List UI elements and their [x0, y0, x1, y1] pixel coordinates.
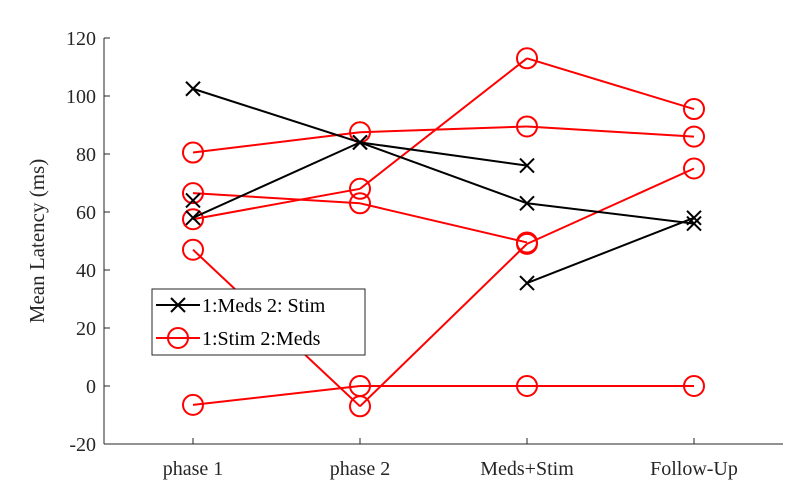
circle-marker	[683, 375, 705, 397]
axes: -20 0 20 40 60 80 100 120 phase 1 phase 2 Meds+Sti…	[66, 28, 783, 480]
y-tick-label: 100	[66, 86, 96, 108]
x-marker-stroke	[519, 157, 535, 174]
series-stim-meds-2	[182, 182, 538, 254]
circle-marker	[349, 177, 371, 200]
x-marker	[170, 297, 186, 313]
x-marker-stroke	[686, 215, 702, 232]
series-line-segment	[192, 385, 361, 406]
series-meds-stim-1	[185, 81, 702, 232]
series-line-segment	[359, 243, 528, 408]
y-tick-label: 0	[86, 376, 96, 398]
y-tick-label: -20	[69, 434, 96, 456]
y-axis-label: Mean Latency (ms)	[25, 159, 49, 323]
series-line-segment	[192, 131, 361, 154]
x-marker	[185, 81, 201, 97]
series-meds-stim-2	[185, 134, 535, 226]
circle-marker	[182, 238, 204, 261]
legend-label: 1:Stim 2:Meds	[202, 328, 321, 350]
x-marker-stroke	[352, 134, 368, 151]
series-line-segment	[192, 141, 361, 219]
x-tick-label: phase 2	[330, 458, 391, 480]
circle-marker	[182, 182, 204, 205]
y-tick-label: 20	[76, 318, 96, 340]
x-marker-stroke	[185, 192, 201, 209]
y-tick-label: 80	[76, 144, 96, 166]
series-line-segment	[526, 202, 695, 225]
y-tick-label: 60	[76, 202, 96, 224]
x-marker-stroke	[170, 297, 186, 313]
x-marker-stroke	[519, 195, 535, 212]
circle-marker	[349, 192, 371, 215]
series-line-segment	[192, 187, 361, 221]
circle-marker	[182, 141, 204, 164]
circle-marker	[683, 98, 705, 121]
circle-marker	[516, 232, 538, 255]
circle-marker	[349, 375, 371, 397]
series-line-segment	[192, 87, 361, 144]
x-marker	[185, 192, 201, 209]
circle-marker	[516, 115, 538, 138]
series-stim-meds-3	[182, 47, 705, 231]
circle-marker	[516, 375, 538, 397]
x-marker	[519, 157, 535, 174]
x-marker-stroke	[686, 210, 702, 226]
series-line-segment	[526, 125, 695, 138]
legend-box	[151, 288, 366, 356]
series-line-segment	[526, 167, 695, 245]
x-marker	[519, 275, 535, 291]
x-tick-label: Follow-Up	[650, 458, 738, 480]
series-line-segment	[359, 125, 528, 134]
circle-marker	[182, 208, 204, 231]
series-line-segment	[526, 57, 695, 111]
x-marker-stroke	[185, 210, 201, 226]
x-marker	[352, 134, 368, 151]
legend-entry-1: 1:Meds 2: Stim	[156, 295, 326, 317]
y-tick-label: 120	[66, 28, 96, 50]
series-meds-stim-3	[185, 192, 702, 291]
legend: 1:Meds 2: Stim 1:Stim 2:Meds	[151, 288, 366, 356]
series-line-segment	[359, 202, 528, 244]
legend-label: 1:Meds 2: Stim	[202, 295, 326, 317]
x-marker-stroke	[185, 81, 201, 97]
x-marker	[519, 195, 535, 212]
x-marker	[686, 210, 702, 226]
x-tick-label: Meds+Stim	[480, 458, 574, 480]
circle-marker	[182, 393, 204, 416]
series-line-segment	[359, 141, 528, 167]
legend-entry-2: 1:Stim 2:Meds	[156, 327, 321, 350]
circle-marker	[683, 157, 705, 180]
circle-marker	[683, 125, 705, 148]
series-line-segment	[359, 141, 528, 205]
series-stim-meds-1	[182, 115, 705, 164]
x-tick-label: phase 1	[163, 458, 224, 480]
series-layer	[182, 47, 705, 418]
series-line-segment	[359, 57, 528, 190]
circle-marker	[516, 47, 538, 70]
series-stim-meds-5	[182, 375, 705, 416]
series-line-segment	[192, 192, 361, 205]
circle-marker	[167, 327, 189, 349]
x-marker	[185, 210, 201, 226]
y-tick-label: 40	[76, 260, 96, 282]
x-marker-stroke	[519, 275, 535, 291]
series-line-segment	[526, 216, 695, 284]
